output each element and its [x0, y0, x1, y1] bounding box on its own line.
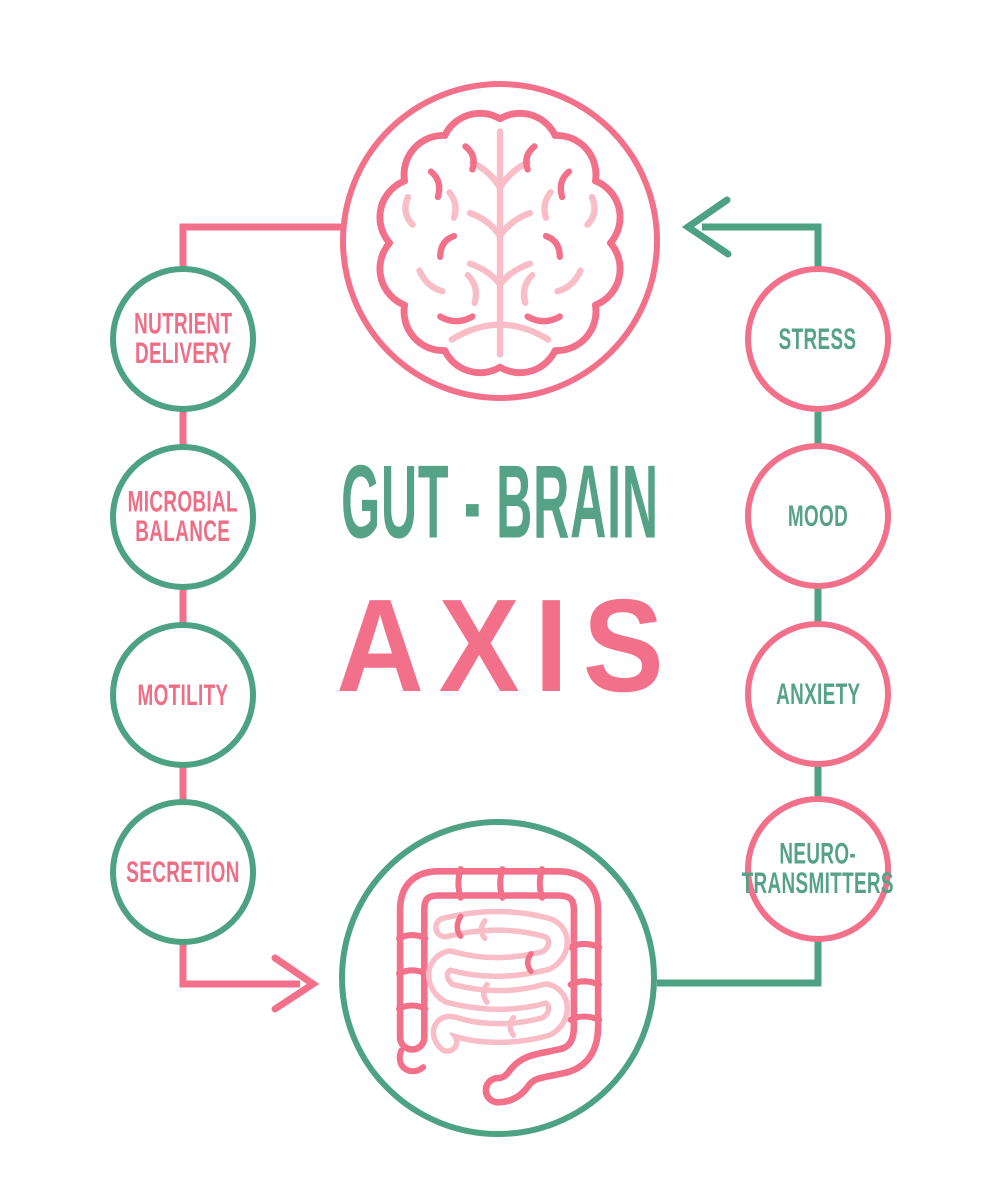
- node-mood: MOOD: [745, 443, 891, 589]
- appendix: [396, 1047, 427, 1075]
- arrowhead-into-brain: [681, 196, 732, 258]
- pink-connector-top: [179, 223, 341, 267]
- node-stress: STRESS: [745, 266, 891, 412]
- label-line: SECRETION: [126, 854, 240, 888]
- node-nutrient-delivery: NUTRIENT DELIVERY: [110, 266, 256, 412]
- node-neurotransmitters: NEURO- TRANSMITTERS: [742, 796, 894, 942]
- node-motility: MOTILITY: [110, 622, 256, 768]
- node-anxiety: ANXIETY: [745, 621, 891, 767]
- label-line: MICROBIAL: [127, 485, 239, 519]
- brain-midline: [448, 128, 552, 358]
- node-secretion-label: SECRETION: [126, 857, 239, 887]
- label-line: TRANSMITTERS: [741, 866, 895, 900]
- label-line: MOOD: [787, 498, 849, 532]
- node-mood-label: MOOD: [788, 501, 848, 531]
- node-secretion: SECRETION: [110, 799, 256, 945]
- node-microbial-balance-label: MICROBIAL BALANCE: [128, 487, 238, 546]
- gut-icon: [395, 866, 603, 1106]
- label-line: NEURO-: [779, 837, 857, 871]
- arrowhead-into-gut: [271, 954, 320, 1013]
- label-line: BALANCE: [135, 514, 231, 548]
- node-anxiety-label: ANXIETY: [776, 679, 860, 709]
- gut-to-brain-pathway: [657, 196, 822, 987]
- brain-icon: [376, 109, 624, 377]
- node-nutrient-delivery-label: NUTRIENT DELIVERY: [134, 309, 232, 368]
- node-microbial-balance: MICROBIAL BALANCE: [110, 444, 256, 590]
- node-stress-label: STRESS: [779, 324, 857, 354]
- label-line: NUTRIENT: [133, 307, 233, 341]
- brain-to-gut-pathway: [179, 223, 341, 1013]
- title-gut-brain: GUT - BRAIN: [341, 442, 659, 560]
- colon-segment-marks: [395, 866, 603, 1023]
- pink-connector-bottom: [179, 944, 300, 988]
- brain-folds-left: [402, 143, 480, 325]
- label-line: STRESS: [779, 321, 857, 355]
- green-connector-bottom: [657, 941, 822, 987]
- small-intestine-folds: [454, 913, 534, 1038]
- node-neurotransmitters-label: NEURO- TRANSMITTERS: [742, 839, 894, 898]
- green-connector-top: [702, 223, 822, 267]
- colon-inner: [403, 874, 595, 1100]
- node-motility-label: MOTILITY: [137, 680, 228, 710]
- small-intestine-inner: [431, 914, 565, 1049]
- title-axis: AXIS: [336, 572, 679, 719]
- label-line: DELIVERY: [134, 336, 232, 370]
- label-line: MOTILITY: [137, 677, 229, 711]
- label-line: ANXIETY: [775, 676, 861, 710]
